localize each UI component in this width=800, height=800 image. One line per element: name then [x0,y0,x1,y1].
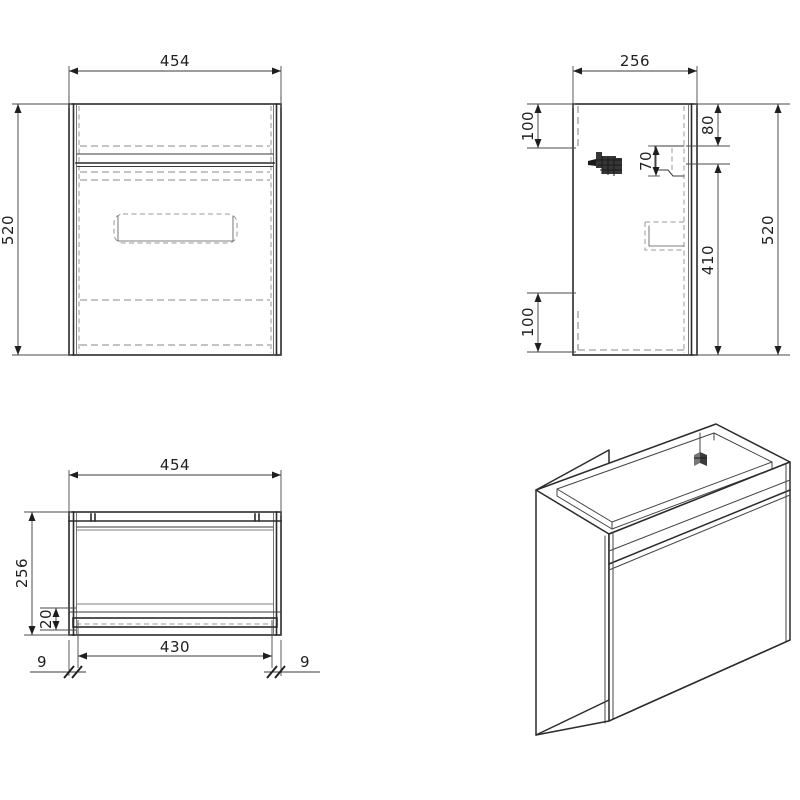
dim-base-width: 430 [160,638,190,656]
dim-front-width: 454 [160,52,190,70]
dim-left-setback: 9 [37,653,47,671]
dim-side-total-height: 520 [759,215,777,245]
front-elevation-view: 454 520 [0,52,282,356]
dim-side-bottom-offset: 100 [519,307,537,337]
dim-side-top-offset: 100 [519,111,537,141]
hinge-mark-left [90,513,96,522]
isometric-view [535,423,791,736]
dim-side-depth: 256 [620,52,650,70]
dim-plan-width: 454 [160,456,190,474]
hinge-mark-right [254,513,260,522]
dim-base-thickness: 20 [37,609,55,629]
dim-front-height: 520 [0,215,17,245]
dim-plan-depth: 256 [13,558,31,588]
dim-bracket-top: 80 [699,115,717,135]
dim-right-setback: 9 [300,653,310,671]
dim-bracket-height: 70 [637,151,655,171]
side-elevation-view: 256 100 100 70 80 410 [519,52,790,356]
wall-mount-bracket-icon [588,152,622,176]
dim-door-height: 410 [699,245,717,275]
plan-view: 454 256 20 430 9 [13,456,320,679]
